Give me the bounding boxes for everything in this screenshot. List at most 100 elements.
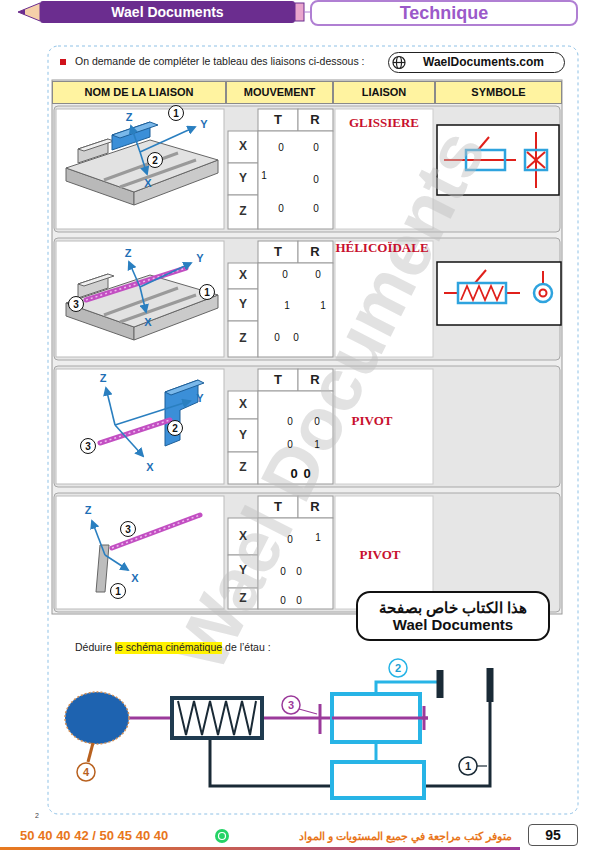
footer-bar <box>0 829 520 850</box>
table-cell: R <box>310 245 319 259</box>
joint-name: PIVOT <box>360 548 401 562</box>
table-cell: T <box>274 500 282 514</box>
kinematic-schema <box>376 682 437 694</box>
table-cell: R <box>310 500 319 514</box>
joint-name: GLISSIERE <box>349 116 419 130</box>
table-header: SYMBOLE <box>435 81 562 104</box>
table-grid <box>228 263 258 289</box>
jaw-screw-illustration <box>81 380 205 456</box>
table-cell: 0 <box>278 203 284 214</box>
handle-illustration <box>105 555 128 570</box>
table-cell: 0 <box>313 174 319 185</box>
table-cell: 1 <box>284 300 290 311</box>
helical-joint-symbol <box>534 284 552 302</box>
handle-illustration <box>92 521 105 555</box>
handle-illustration <box>121 522 136 537</box>
table-cell: 1 <box>261 170 267 181</box>
kinematic-schema <box>487 668 494 702</box>
table-cell: 0 <box>278 142 284 153</box>
kinematic-schema <box>319 704 322 734</box>
helical-joint-symbol <box>542 271 544 284</box>
helical-joint-symbol <box>437 262 561 325</box>
axis-letter: Y <box>196 252 203 264</box>
table-cell: 0 <box>280 595 286 606</box>
jaw-screw-illustration <box>81 439 96 454</box>
screw-illustration <box>200 285 215 300</box>
screw-illustration <box>129 262 140 287</box>
node-text: WaelDocuments.com <box>423 56 544 70</box>
table-cell: 0 <box>303 467 310 481</box>
callout-number: 2 <box>395 662 401 674</box>
callout-number: 3 <box>85 441 91 452</box>
margin-number: 2 <box>35 812 39 820</box>
slide-joint-symbol <box>527 152 545 168</box>
kinematic-schema <box>178 701 256 735</box>
callout-number: 1 <box>115 586 121 597</box>
vise-illustration <box>66 106 218 206</box>
kinematic-schema <box>65 692 129 744</box>
slide-joint-symbol <box>527 152 545 168</box>
kinematic-schema <box>437 670 444 698</box>
helical-joint-symbol <box>461 286 503 300</box>
globe-icon <box>393 62 405 63</box>
kinematic-schema <box>332 717 428 720</box>
table-header: NOM DE LA LIAISON <box>52 81 226 104</box>
ownership-stamp: هذا الكتاب خاص بصفحةWael Documents <box>356 591 550 641</box>
jaw-screw-illustration <box>100 420 170 443</box>
table-grid <box>258 241 298 263</box>
globe-icon <box>393 57 405 69</box>
footer-bar <box>215 829 229 843</box>
table-cell: T <box>274 245 282 259</box>
table-header: LIAISON <box>333 81 435 104</box>
table-cell: Y <box>239 172 247 185</box>
helical-joint-symbol <box>458 283 506 303</box>
footer-bar <box>0 847 520 850</box>
screw-illustration <box>140 287 146 312</box>
axis-letter: X <box>144 177 151 189</box>
table-cell: Y <box>239 564 247 577</box>
instruction-text: de l’étau : <box>225 642 271 654</box>
bullet <box>60 59 66 65</box>
pencil-banner <box>295 3 304 21</box>
table-cell: 0 <box>314 416 320 427</box>
table-grid <box>228 131 258 163</box>
table-grid <box>228 419 258 452</box>
globe-icon <box>393 57 405 69</box>
helical-joint-symbol <box>540 290 547 297</box>
table-grid <box>228 321 258 357</box>
kinematic-schema <box>459 757 477 775</box>
handle-illustration <box>111 584 126 599</box>
instruction-line: Déduirele schéma cinématiquede l’étau : <box>75 637 274 655</box>
kinematic-schema <box>172 698 262 738</box>
table-cell: R <box>310 113 319 127</box>
axis-letter: X <box>131 572 138 584</box>
table-cell: 0 <box>287 534 293 545</box>
axis-letter: Z <box>125 247 132 259</box>
table-grid <box>228 289 258 321</box>
subject-tab: Technique <box>310 0 578 26</box>
screw-illustration <box>69 297 84 312</box>
vise-illustration <box>131 126 140 152</box>
table-grid <box>56 109 224 229</box>
table-grid <box>54 238 560 360</box>
instruction-text: Déduire <box>75 642 112 654</box>
node-text: 95 <box>545 827 561 843</box>
table-cell: X <box>239 530 247 543</box>
callout-number: 1 <box>465 760 471 772</box>
handle-illustration <box>96 545 109 592</box>
table-cell: Y <box>239 429 247 442</box>
table-cell: 0 <box>296 566 302 577</box>
table-cell: 0 <box>313 142 319 153</box>
table-cell: Z <box>239 461 246 474</box>
kinematic-schema <box>65 659 490 798</box>
vise-illustration <box>169 106 184 121</box>
screw-illustration <box>66 262 218 340</box>
node-text: هذا الكتاب خاص بصفحة <box>379 599 528 616</box>
screw-illustration <box>140 263 191 287</box>
table-cell: X <box>239 269 247 282</box>
node-text: MOUVEMENT <box>244 86 316 99</box>
axis-letter: X <box>146 461 153 473</box>
table-cell: Z <box>239 592 246 605</box>
joint-name: PIVOT <box>352 414 393 428</box>
joint-name: HÉLICOÏDALE <box>335 241 428 255</box>
